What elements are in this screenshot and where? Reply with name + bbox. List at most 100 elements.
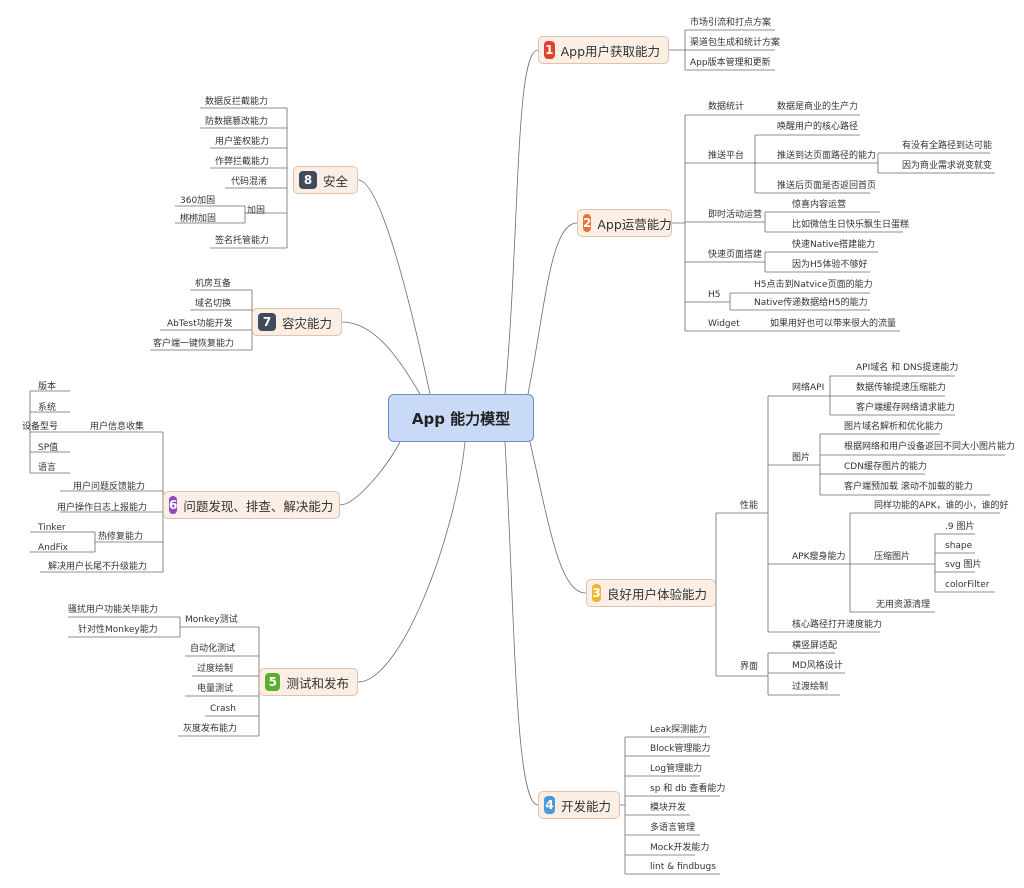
topic-label[interactable]: 推送到达页面路径的能力 [777,151,877,161]
topic-label[interactable]: 360加固 [180,196,216,206]
topic-label[interactable]: .9 图片 [945,522,975,532]
topic-label[interactable]: 推送平台 [708,151,745,161]
topic-label[interactable]: 比如微信生日快乐飘生日蛋糕 [792,220,910,230]
branch-label: 良好用户体验能力 [606,586,707,602]
topic-label[interactable]: 用户操作日志上报能力 [57,503,148,513]
topic-label[interactable]: APK瘦身能力 [792,552,846,562]
topic-label[interactable]: 防数据篡改能力 [205,117,269,127]
topic-label[interactable]: 快速页面搭建 [708,250,763,260]
topic-label[interactable]: Log管理能力 [650,764,703,774]
topic-label[interactable]: 客户端一键恢复能力 [153,339,235,349]
topic-label[interactable]: 快速Native搭建能力 [792,240,876,250]
topic-label[interactable]: 无用资源清理 [876,600,931,610]
topic-label[interactable]: 核心路径打开速度能力 [792,620,883,630]
topic-label[interactable]: 系统 [38,403,57,413]
topic-label[interactable]: 域名切换 [195,299,232,309]
topic-label[interactable]: 渠道包生成和统计方案 [690,38,781,48]
topic-label[interactable]: Monkey测试 [185,615,238,625]
topic-label[interactable]: 根据网络和用户设备返回不同大小图片能力 [844,442,1016,452]
topic-label[interactable]: Crash [210,704,236,714]
topic-label[interactable]: 解决用户长尾不升级能力 [48,562,148,572]
topic-label[interactable]: 网络API [792,383,825,393]
topic-label[interactable]: CDN缓存图片的能力 [844,462,927,472]
topic-label[interactable]: colorFilter [945,580,990,590]
topic-label[interactable]: 数据传输提速压缩能力 [856,383,947,393]
central-node[interactable]: App 能力模型 [388,394,534,442]
topic-label[interactable]: 市场引流和打点方案 [690,18,772,28]
topic-label[interactable]: AndFix [38,543,68,553]
topic-label[interactable]: lint & findbugs [650,862,716,872]
topic-label[interactable]: 唤醒用户的核心路径 [777,122,859,132]
topic-label[interactable]: 同样功能的APK，谁的小，谁的好 [874,501,1009,511]
branch-node-4[interactable]: 4 开发能力 [538,791,620,819]
topic-label[interactable]: 骚扰用户功能关毕能力 [68,605,159,615]
topic-label[interactable]: 因为商业需求说变就变 [902,161,993,171]
topic-label[interactable]: 因为H5体验不够好 [792,260,868,270]
branch-node-3[interactable]: 3 良好用户体验能力 [586,579,716,607]
topic-label[interactable]: 自动化测试 [190,644,236,654]
topic-label[interactable]: 横竖屏适配 [792,641,838,651]
topic-label[interactable]: MD风格设计 [792,661,843,671]
topic-label[interactable]: Block管理能力 [650,744,711,754]
topic-label[interactable]: SP值 [38,443,59,453]
topic-label[interactable]: Leak探测能力 [650,725,708,735]
topic-label[interactable]: 界面 [740,662,759,672]
topic-label[interactable]: 性能 [740,501,759,511]
branch-number-badge: 3 [592,584,601,602]
topic-label[interactable]: 用户问题反馈能力 [73,482,146,492]
topic-label[interactable]: sp 和 db 查看能力 [650,784,726,794]
topic-label[interactable]: 过度绘制 [197,664,234,674]
topic-label[interactable]: 梆梆加固 [180,214,217,224]
topic-label[interactable]: Tinker [38,523,66,533]
branch-node-6[interactable]: 6 问题发现、排查、解决能力 [163,491,340,519]
topic-label[interactable]: App版本管理和更新 [690,58,771,68]
branch-node-1[interactable]: 1 App用户获取能力 [538,36,669,64]
topic-label[interactable]: AbTest功能开发 [167,319,233,329]
topic-label[interactable]: 客户端预加载 滚动不加载的能力 [844,482,973,492]
topic-label[interactable]: 客户端缓存网络请求能力 [856,403,956,413]
topic-label[interactable]: H5点击到Natvice页面的能力 [754,280,873,290]
branch-node-5[interactable]: 5 测试和发布 [259,668,358,696]
topic-label[interactable]: Native传递数据给H5的能力 [754,298,868,308]
topic-label[interactable]: 如果用好也可以带来很大的流量 [770,319,897,329]
topic-label[interactable]: 数据反拦截能力 [205,97,269,107]
topic-label[interactable]: Widget [708,319,740,329]
topic-label[interactable]: 压缩图片 [874,552,911,562]
topic-label[interactable]: 设备型号 [22,422,59,432]
topic-label[interactable]: H5 [708,290,721,300]
topic-label[interactable]: 图片域名解析和优化能力 [844,422,944,432]
topic-label[interactable]: 电量测试 [197,684,234,694]
topic-label[interactable]: 即时活动运营 [708,210,763,220]
topic-label[interactable]: 用户鉴权能力 [215,137,270,147]
branch-number-badge: 6 [169,496,178,514]
topic-label[interactable]: 机房互备 [195,279,232,289]
topic-label[interactable]: 用户信息收集 [90,422,145,432]
topic-label[interactable]: 数据是商业的生产力 [777,102,859,112]
topic-label[interactable]: 有没有全路径到达可能 [902,141,993,151]
topic-label[interactable]: svg 图片 [945,560,982,570]
topic-label[interactable]: Mock开发能力 [650,843,710,853]
topic-label[interactable]: 签名托管能力 [215,236,270,246]
branch-node-7[interactable]: 7 容灾能力 [252,308,342,336]
branch-node-8[interactable]: 8 安全 [293,166,358,194]
topic-label[interactable]: shape [945,541,973,551]
topic-label[interactable]: 语言 [38,463,57,473]
topic-label[interactable]: 代码混淆 [231,177,268,187]
topic-label[interactable]: 热修复能力 [98,532,144,542]
topic-label[interactable]: API域名 和 DNS提速能力 [856,363,959,373]
branch-number-badge: 4 [544,796,555,814]
topic-label[interactable]: 加固 [247,206,266,216]
topic-label[interactable]: 模块开发 [650,803,687,813]
branch-node-2[interactable]: 2 App运营能力 [577,209,672,237]
topic-label[interactable]: 版本 [38,382,57,392]
topic-label[interactable]: 多语言管理 [650,823,696,833]
topic-label[interactable]: 过渡绘制 [792,682,829,692]
topic-label[interactable]: 针对性Monkey能力 [78,625,158,635]
branch-label: 容灾能力 [282,315,333,331]
topic-label[interactable]: 数据统计 [708,102,745,112]
topic-label[interactable]: 推送后页面是否返回首页 [777,181,877,191]
topic-label[interactable]: 灰度发布能力 [183,724,238,734]
topic-label[interactable]: 图片 [792,453,811,463]
topic-label[interactable]: 作弊拦截能力 [215,157,270,167]
topic-label[interactable]: 惊喜内容运营 [792,200,847,210]
